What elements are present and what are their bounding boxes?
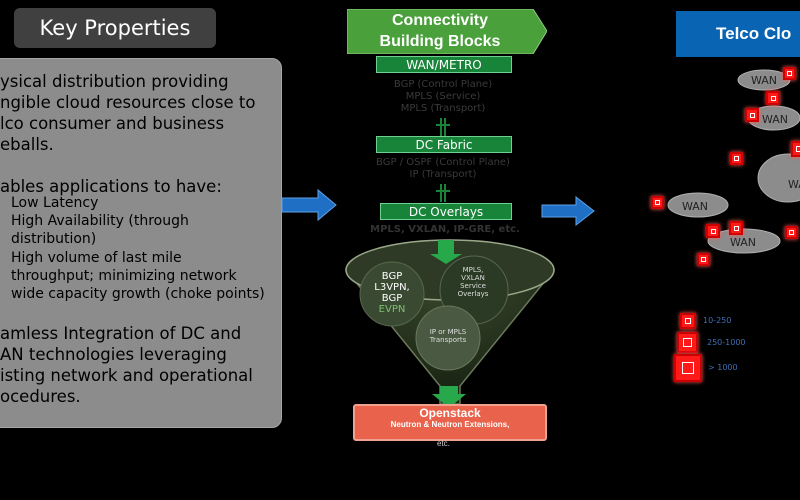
kp-line-12: amless Integration of DC and: [0, 324, 242, 343]
kp-line-5: ables applications to have:: [0, 177, 222, 196]
funnel-circle-1-line2: L3VPN,: [374, 282, 410, 293]
funnel-circle-3-line1: IP or MPLS: [429, 328, 467, 336]
wan-protocol-3: MPLS (Transport): [400, 103, 486, 114]
funnel-circle-2: MPLS, VXLAN Service Overlays: [440, 266, 506, 298]
legend-node-medium-icon: [677, 332, 698, 353]
kp-line-4: eballs.: [0, 135, 54, 154]
funnel-circle-1: BGP L3VPN, BGP EVPN: [358, 271, 426, 315]
funnel-circle-2-line3: Service: [460, 282, 486, 290]
openstack-title: Openstack: [419, 406, 481, 420]
key-properties-panel: [0, 58, 282, 428]
openstack-subtitle: Neutron & Neutron Extensions,: [390, 420, 510, 429]
building-blocks-title: Connectivity Building Blocks: [347, 10, 533, 52]
funnel-circle-1-line4: EVPN: [378, 304, 406, 315]
funnel-circle-1-line1: BGP: [381, 271, 403, 282]
wan-metro-label: WAN/METRO: [376, 56, 512, 73]
node-small: [651, 196, 664, 209]
kp-line-9: High volume of last mile: [11, 250, 182, 266]
kp-line-11: wide capacity growth (choke points): [11, 286, 265, 302]
kp-line-1: ysical distribution providing: [0, 72, 229, 91]
wan-cloud-5: WAN: [730, 236, 757, 249]
funnel-circle-1-line3: BGP: [381, 293, 403, 304]
openstack-box: Openstack Neutron & Neutron Extensions,: [353, 404, 547, 441]
arrow-right-1: [281, 188, 337, 222]
funnel-circle-3: IP or MPLS Transports: [416, 328, 480, 344]
dc-fabric-protocol-2: IP (Transport): [409, 169, 477, 180]
kp-line-7: High Availability (through: [11, 213, 189, 229]
legend-label-3: > 1000: [708, 363, 738, 372]
node-small: [766, 91, 780, 105]
wan-cloud-4: WAN: [682, 200, 709, 213]
kp-line-6: Low Latency: [11, 195, 99, 211]
node-small: [785, 226, 798, 239]
building-blocks-title-shape: [347, 9, 547, 54]
funnel-circle-2-line1: MPLS,: [462, 266, 484, 274]
building-blocks-title-line1: Connectivity: [391, 12, 488, 29]
kp-line-10: throughput; minimizing network: [11, 268, 237, 284]
funnel-circle-2-line4: Overlays: [457, 290, 489, 298]
kp-line-15: ocedures.: [0, 387, 81, 406]
node-small: [706, 224, 720, 238]
legend-label-1: 10-250: [703, 316, 732, 325]
legend-label-2: 250-1000: [707, 338, 746, 347]
kp-line-3: lco consumer and business: [0, 114, 225, 133]
legend-node-small-icon: [680, 313, 696, 329]
wan-cloud-2: WAN: [762, 113, 789, 126]
openstack-tail: etc.: [437, 439, 450, 448]
connector-icon-1: [436, 118, 450, 136]
funnel-graphic: [344, 239, 556, 408]
kp-line-14: isting network and operational: [0, 366, 253, 385]
kp-line-2: ngible cloud resources close to: [0, 93, 256, 112]
wan-protocol-2: MPLS (Service): [405, 91, 481, 102]
funnel-circle-2-line2: VXLAN: [461, 274, 485, 282]
wan-protocol-1: BGP (Control Plane): [393, 79, 493, 90]
legend-node-large-icon: [674, 354, 702, 382]
kp-line-13: AN technologies leveraging: [0, 345, 227, 364]
telco-cloud-title: Telco Clo: [676, 11, 800, 57]
key-properties-title: Key Properties: [14, 8, 216, 48]
dc-overlays-protocols: MPLS, VXLAN, IP-GRE, etc.: [370, 224, 520, 235]
node-small: [729, 221, 743, 235]
kp-line-8: distribution): [11, 231, 97, 247]
connector-icon-2: [436, 184, 450, 202]
wan-cloud-1: WAN: [751, 74, 778, 87]
dc-fabric-protocol-1: BGP / OSPF (Control Plane): [376, 157, 510, 168]
node-small: [745, 108, 759, 122]
arrow-right-2: [541, 195, 595, 227]
node-small: [730, 152, 743, 165]
node-small: [783, 67, 796, 80]
dc-fabric-label: DC Fabric: [376, 136, 512, 153]
node-medium: [791, 141, 800, 157]
dc-overlays-label: DC Overlays: [380, 203, 512, 220]
funnel-circle-3-line2: Transports: [429, 336, 467, 344]
node-small: [697, 253, 710, 266]
telco-cloud-map: [667, 69, 800, 254]
building-blocks-title-line2: Building Blocks: [379, 33, 501, 50]
wan-cloud-3: WAN: [788, 178, 800, 191]
